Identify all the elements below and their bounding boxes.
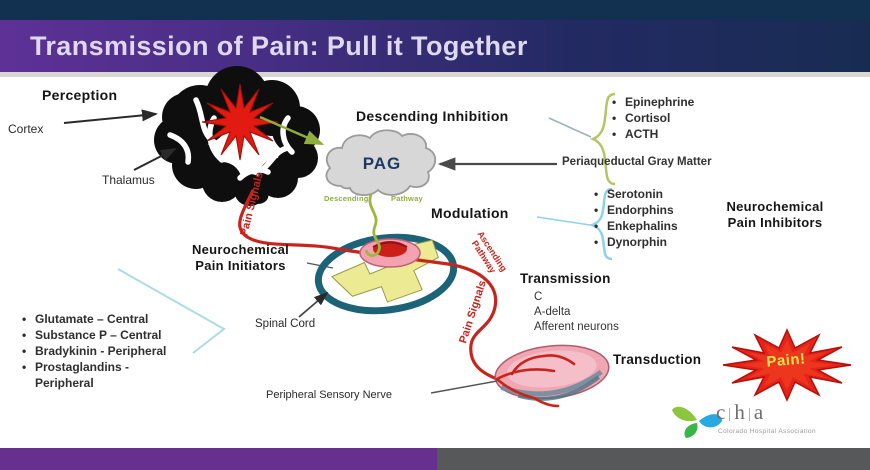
neurochemical-inhibitors-heading: Neurochemical Pain Inhibitors — [700, 199, 850, 231]
descending-pathway-word1: Descending — [324, 194, 369, 203]
logo-letter: h — [734, 400, 745, 424]
cha-logo-letters: c h a — [716, 402, 763, 423]
neurochemical-initiators-heading: Neurochemical Pain Initiators — [168, 242, 313, 274]
list-item: Endorphins — [592, 202, 702, 218]
list-item: Cortisol — [610, 110, 730, 126]
cortex-label: Cortex — [8, 122, 44, 136]
brain-illustration — [154, 66, 320, 206]
transmission-item: Afferent neurons — [534, 321, 619, 333]
page-title: Transmission of Pain: Pull it Together — [30, 31, 528, 61]
spinal-cord-pointer — [298, 291, 329, 318]
peripheral-nerve-label: Peripheral Sensory Nerve — [266, 389, 392, 401]
cortex-arrow — [63, 109, 158, 124]
heading-line: Neurochemical — [726, 199, 824, 214]
logo-separator — [729, 408, 731, 421]
pag-cloud — [325, 129, 437, 196]
logo-letter: c — [716, 400, 726, 424]
descending-pathway-line — [364, 193, 381, 258]
descending-inhibition-label: Descending Inhibition — [356, 108, 509, 124]
transmission-item: C — [534, 291, 543, 303]
heading-line: Pain Inhibitors — [727, 215, 823, 230]
footer-gray-bar — [437, 448, 870, 470]
cha-logo-tagline: Colorado Hospital Association — [718, 428, 816, 435]
descending-inhibition-list: Epinephrine Cortisol ACTH — [610, 94, 730, 142]
transduction-label: Transduction — [613, 352, 702, 367]
thalamus-arrow — [133, 148, 177, 171]
initiators-list: Glutamate – Central Substance P – Centra… — [20, 311, 185, 391]
title-divider — [0, 72, 870, 77]
logo-separator — [748, 408, 750, 421]
transmission-label: Transmission — [520, 271, 611, 286]
green-brace — [589, 92, 616, 186]
inhibitors-list: Serotonin Endorphins Enkephalins Dynorph… — [592, 186, 702, 250]
modulation-label: Modulation — [431, 205, 509, 221]
list-item: Dynorphin — [592, 234, 702, 250]
transmission-items: C A-delta Afferent neurons — [534, 290, 619, 335]
footer-purple-bar — [0, 448, 437, 470]
brain-to-pag-arrow — [259, 115, 325, 146]
dorsal-horn — [359, 238, 421, 268]
descending-pathway-word2: Pathway — [391, 194, 423, 203]
list-item: Epinephrine — [610, 94, 730, 110]
list-item: Serotonin — [592, 186, 702, 202]
heading-line: Neurochemical — [191, 242, 290, 257]
periaqueductal-label: Periaqueductal Gray Matter — [562, 156, 712, 168]
list-item: Substance P – Central — [20, 327, 185, 343]
nerve-label-pointer — [430, 380, 498, 394]
list-item: Glutamate – Central — [20, 311, 185, 327]
list-item: Enkephalins — [592, 218, 702, 234]
descending-inhibition-connector — [548, 117, 592, 138]
logo-letter: a — [753, 400, 764, 424]
title-bar: Transmission of Pain: Pull it Together — [0, 20, 870, 72]
pain-signal-path — [238, 189, 498, 381]
perception-label: Perception — [42, 87, 118, 103]
list-item: Bradykinin - Peripheral — [20, 343, 185, 359]
initiators-bracket — [117, 268, 226, 354]
list-item: Prostaglandins - Peripheral — [20, 359, 185, 391]
cha-logo-leaves-icon — [672, 406, 722, 438]
pag-label: PAG — [362, 154, 402, 173]
list-item: ACTH — [610, 126, 730, 142]
thalamus-label: Thalamus — [102, 173, 155, 187]
spinal-cord-label: Spinal Cord — [255, 318, 316, 330]
top-navy-bar — [0, 0, 870, 20]
heading-line: Pain Initiators — [195, 258, 286, 273]
pain-starburst — [722, 328, 852, 402]
transmission-item: A-delta — [534, 306, 571, 318]
nerve-branches — [495, 354, 576, 408]
pain-flash-icon — [201, 83, 279, 161]
modulation-connector — [536, 216, 591, 226]
